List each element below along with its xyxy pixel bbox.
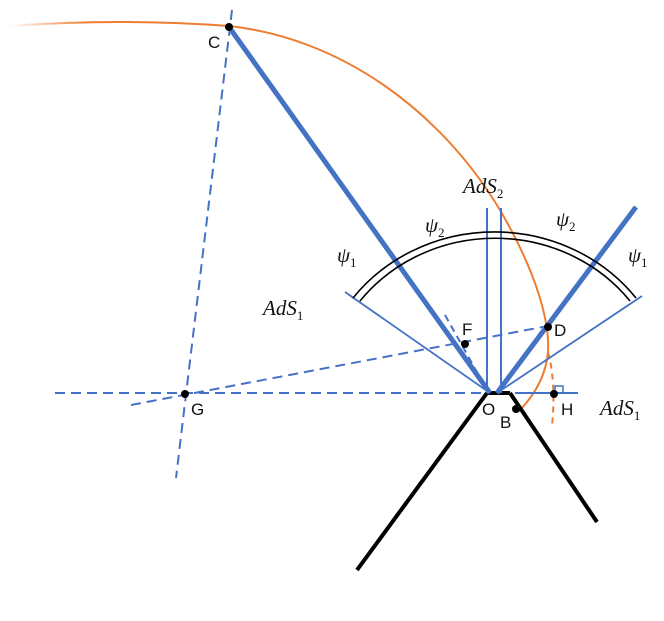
angle-arc-inner	[359, 237, 631, 302]
label-ads2: AdS2	[461, 174, 503, 201]
label-psi1-left: ψ1	[337, 243, 357, 270]
label-psi2-left: ψ2	[425, 213, 445, 240]
label-g: G	[191, 400, 204, 419]
blue-line-od	[494, 205, 639, 395]
point-f	[461, 340, 469, 348]
dashed-line-f	[444, 314, 488, 391]
label-o: O	[482, 400, 495, 419]
label-psi2-right: ψ2	[556, 207, 576, 234]
right-angle-marker	[554, 385, 564, 393]
thin-ray-left	[344, 291, 491, 394]
orange-arc	[228, 25, 550, 413]
label-b: B	[500, 413, 511, 432]
point-c	[225, 23, 233, 31]
orange-arc-fade	[9, 21, 230, 27]
label-h: H	[561, 400, 573, 419]
point-d	[544, 323, 552, 331]
thin-ray-right	[496, 295, 643, 394]
label-psi1-right: ψ1	[628, 243, 648, 270]
dashed-line-cg	[175, 9, 233, 479]
black-line-left	[355, 391, 489, 572]
label-ads1-left: AdS1	[261, 296, 303, 323]
label-ads1-right: AdS1	[598, 396, 640, 423]
angle-arc-outer	[352, 231, 637, 299]
point-g	[181, 390, 189, 398]
point-h	[550, 390, 558, 398]
point-b	[512, 405, 520, 413]
label-f: F	[462, 320, 472, 339]
label-c: C	[208, 33, 220, 52]
label-d: D	[554, 321, 566, 340]
orange-dashed-arc	[547, 351, 555, 427]
black-line-right	[508, 391, 599, 524]
dashed-line-gd	[130, 325, 549, 406]
blue-line-co	[226, 25, 493, 395]
